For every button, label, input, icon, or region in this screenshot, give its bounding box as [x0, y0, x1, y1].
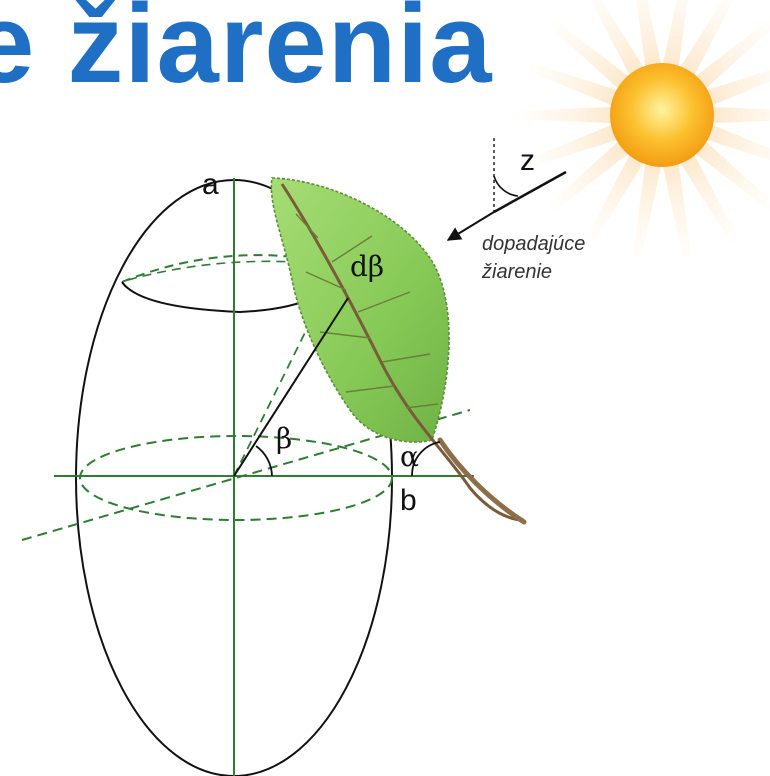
sun-icon: [512, 0, 770, 264]
d-beta-label: dβ: [350, 250, 384, 283]
incident-label-line1: dopadajúce: [482, 233, 585, 255]
zenith-label: z: [520, 144, 535, 177]
incident-ray-line: [493, 170, 567, 214]
axis-a-label: a: [202, 168, 219, 201]
alpha-angle-arc: [411, 441, 441, 477]
page-title: e žiarenia: [0, 0, 493, 106]
zenith-angle-arc: [493, 175, 519, 197]
axis-b-label: b: [400, 484, 417, 517]
beta-label: β: [276, 422, 292, 455]
equator-ellipse: [79, 435, 393, 521]
leaf-icon: [270, 177, 527, 525]
arrow-icon: [446, 211, 495, 241]
centre-to-leaf-line: [233, 297, 349, 477]
beta-angle-arc: [255, 445, 273, 477]
incident-label-line2: žiarenie: [481, 261, 552, 283]
alpha-label: α: [400, 440, 419, 473]
